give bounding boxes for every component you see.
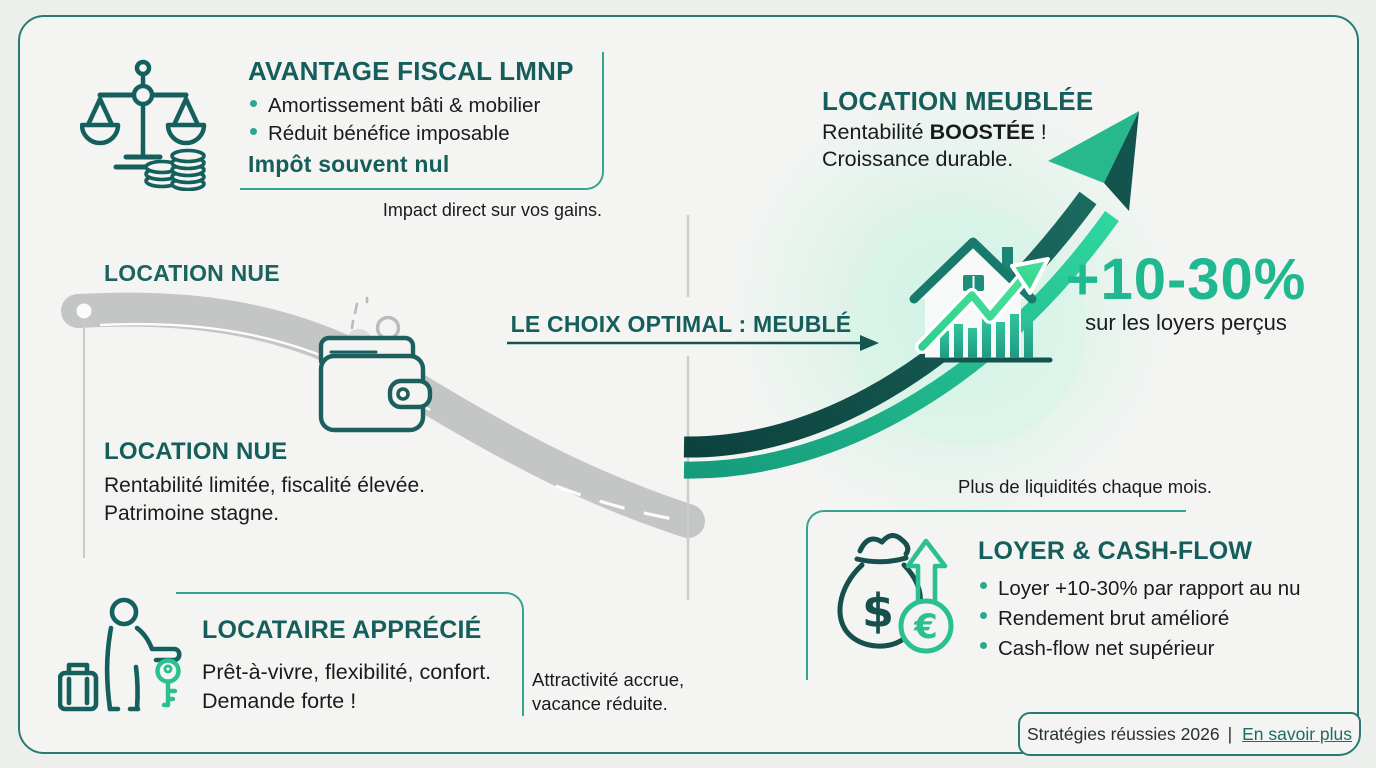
nue-title: LOCATION NUE <box>104 438 288 465</box>
money-bag-icon: $ € <box>837 533 954 654</box>
stat-block: +10-30% sur les loyers perçus <box>1052 247 1320 336</box>
bullet-dot <box>250 128 257 135</box>
meublee-line2: Croissance durable. <box>822 147 1014 171</box>
stat-caption: sur les loyers perçus <box>1085 310 1287 335</box>
cashflow-title: LOYER & CASH-FLOW <box>978 537 1253 565</box>
bullet-dot <box>980 612 987 619</box>
balance-scale-icon <box>80 59 207 191</box>
nue-label: LOCATION NUE <box>104 260 280 286</box>
meublee-line1: Rentabilité BOOSTÉE ! <box>822 120 1047 144</box>
nue-body: Rentabilité limitée, fiscalité élevée. P… <box>104 474 425 525</box>
bullet-dot <box>250 100 257 107</box>
choix-title: LE CHOIX OPTIMAL : MEUBLÉ <box>510 311 852 337</box>
euro-glyph: € <box>913 607 938 647</box>
fiscal-bullet-1: Amortissement bâti & mobilier <box>248 92 540 120</box>
cashflow-bullet-list: Loyer +10-30% par rapport au nu Rendemen… <box>978 574 1301 664</box>
bullet-dot <box>980 642 987 649</box>
locataire-caption: Attractivité accrue, vacance réduite. <box>532 669 685 714</box>
cashflow-caption: Plus de liquidités chaque mois. <box>958 476 1213 497</box>
footer-text: Stratégies réussies 2026 <box>1026 723 1220 744</box>
cashflow-bullet-1: Loyer +10-30% par rapport au nu <box>978 574 1301 604</box>
fiscal-highlight: Impôt souvent nul <box>248 151 450 177</box>
tenant-with-key-icon <box>58 597 182 712</box>
fiscal-title: AVANTAGE FISCAL LMNP <box>248 56 574 86</box>
footer-link[interactable]: En savoir plus <box>1242 723 1353 744</box>
road-center-dashes <box>555 484 685 523</box>
fiscal-bullet-list: Amortissement bâti & mobilier Réduit bén… <box>248 92 540 148</box>
footer-separator: | <box>1227 723 1233 744</box>
wallet-icon <box>318 296 433 433</box>
meublee-title: LOCATION MEUBLÉE <box>822 86 1094 116</box>
road-start-hole <box>76 303 92 319</box>
stat-value: +10-30% <box>1065 247 1307 312</box>
up-arrow-outline <box>905 538 948 606</box>
footer-badge: Stratégies réussies 2026 | En savoir plu… <box>1018 712 1361 756</box>
cashflow-bullet-2: Rendement brut amélioré <box>978 604 1301 634</box>
fiscal-bullet-2: Réduit bénéfice imposable <box>248 120 540 148</box>
cashflow-bullet-3: Cash-flow net supérieur <box>978 634 1301 664</box>
dollar-glyph: $ <box>862 584 894 638</box>
locataire-body: Prêt-à-vivre, flexibilité, confort. Dema… <box>202 660 492 713</box>
swoosh-arrowhead-dark <box>1104 111 1139 211</box>
locataire-title: LOCATAIRE APPRÉCIÉ <box>202 616 482 644</box>
fiscal-caption: Impact direct sur vos gains. <box>382 200 602 220</box>
bullet-dot <box>980 582 987 589</box>
swoosh-arrowhead-green <box>1048 111 1139 183</box>
choix-arrowhead <box>860 335 879 351</box>
swoosh-green-band <box>683 211 1119 479</box>
house-growth-icon <box>909 237 1053 363</box>
